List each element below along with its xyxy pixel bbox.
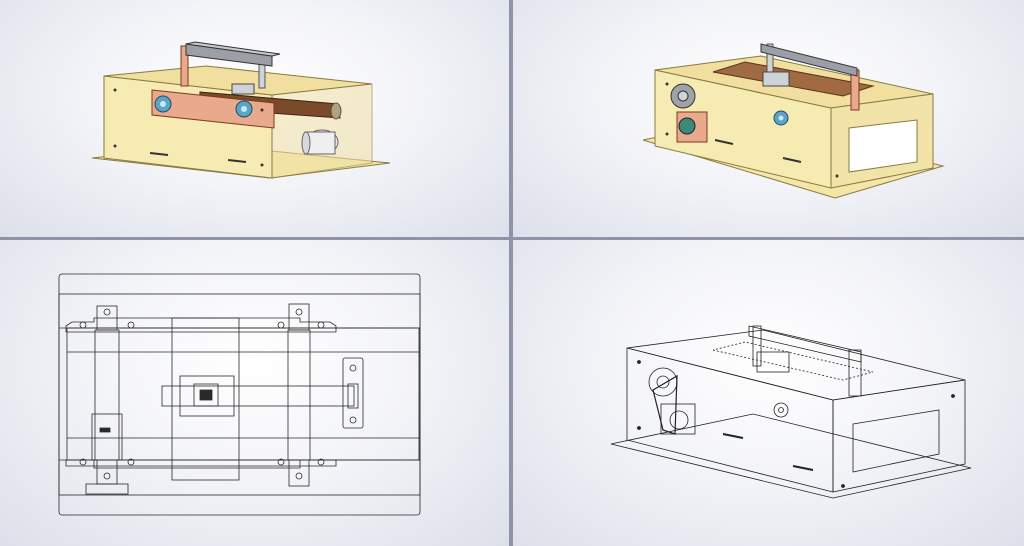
conveyor-belt xyxy=(712,61,875,97)
side-bracket xyxy=(342,357,364,429)
center-slider-block xyxy=(231,83,255,95)
outer-frame xyxy=(58,273,421,516)
housing-right-face xyxy=(832,379,966,493)
shaded-front-view xyxy=(91,41,391,179)
side-window xyxy=(848,119,918,173)
center-belt xyxy=(161,385,355,407)
wireframe-top-view xyxy=(58,273,421,516)
roller-right xyxy=(287,329,311,461)
housing-top-face xyxy=(626,329,966,401)
side-window xyxy=(852,409,940,473)
center-slider-block xyxy=(179,375,235,417)
front-bracket-plate xyxy=(151,89,275,129)
housing-outline xyxy=(66,327,420,461)
motor-outline xyxy=(91,413,123,461)
knob xyxy=(773,402,789,418)
shaded-rear-view xyxy=(642,43,945,199)
center-slider-block xyxy=(756,351,790,373)
center-slider-block xyxy=(762,71,790,87)
roller-left xyxy=(94,329,120,461)
post-right xyxy=(848,349,862,397)
post-left xyxy=(180,45,189,87)
wireframe-iso-view xyxy=(610,325,972,499)
belt-roller xyxy=(330,102,342,120)
pulley-lower xyxy=(678,117,696,135)
lower-rail xyxy=(65,459,337,469)
top-guide-bar xyxy=(748,325,862,363)
face-slot-left xyxy=(149,152,169,156)
top-guide-bar xyxy=(760,43,858,77)
viewport-top-right[interactable] xyxy=(513,0,1024,237)
pulley-lower xyxy=(669,410,689,430)
upper-rail xyxy=(65,317,337,333)
motor-bottom xyxy=(85,483,129,495)
viewport-bottom-left[interactable] xyxy=(0,240,509,546)
viewport-bottom-right[interactable] xyxy=(513,240,1024,546)
face-slot-right xyxy=(227,159,247,163)
base-flange xyxy=(610,413,972,499)
housing-left-face xyxy=(626,347,834,493)
viewport-divider-horizontal[interactable] xyxy=(0,237,1024,240)
motor-mount xyxy=(660,403,696,435)
viewport-top-left[interactable] xyxy=(0,0,509,237)
viewport-divider-vertical[interactable] xyxy=(509,0,513,546)
